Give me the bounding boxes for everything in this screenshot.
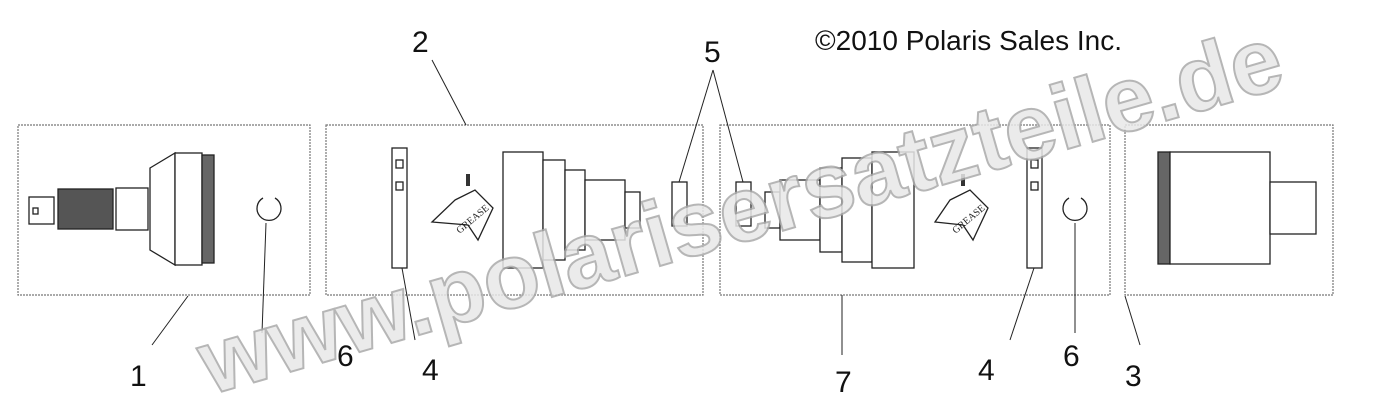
- callout-4-left: 4: [422, 354, 439, 387]
- inner-boot-kit-box: [719, 124, 1111, 296]
- callout-1: 1: [130, 360, 147, 393]
- callout-2: 2: [412, 26, 429, 59]
- cv-boot-outer: [502, 151, 641, 269]
- callout-3: 3: [1125, 360, 1142, 393]
- inner-cv-joint-box: [1124, 124, 1334, 296]
- outer-boot-kit-box: [325, 124, 704, 296]
- callout-4-right: 4: [978, 354, 995, 387]
- boot-clamp-right: [1026, 147, 1043, 269]
- callout-7: 7: [835, 366, 852, 399]
- inner-cv-joint: [1157, 151, 1317, 265]
- copyright-notice: ©2010 Polaris Sales Inc.: [815, 25, 1122, 56]
- snap-ring-right: [1062, 197, 1088, 222]
- callout-5: 5: [704, 36, 721, 69]
- grease-packet-left: GREASE: [430, 174, 494, 242]
- callout-6-right: 6: [1063, 340, 1080, 373]
- small-clamp-right: [735, 181, 752, 227]
- outer-cv-joint-box: [17, 124, 311, 296]
- snap-ring-left: [256, 197, 282, 222]
- boot-clamp-left: [391, 147, 408, 269]
- callout-6-left: 6: [337, 340, 354, 373]
- cv-boot-inner: [764, 151, 915, 269]
- outer-cv-joint: [28, 151, 215, 267]
